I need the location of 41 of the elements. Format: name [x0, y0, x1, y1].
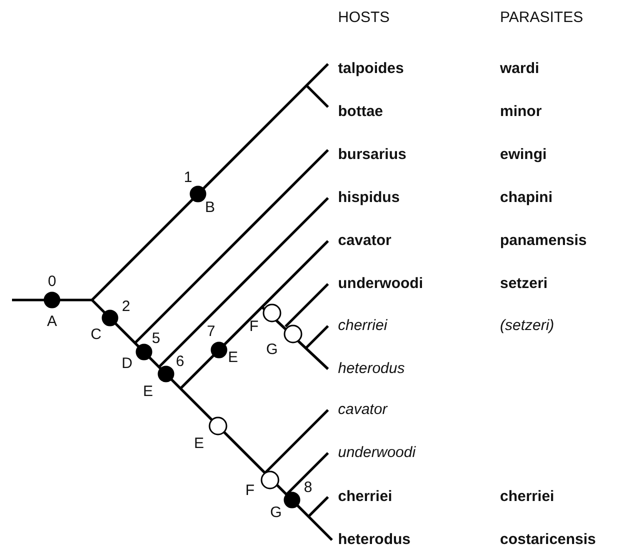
node-number: 2: [122, 299, 130, 315]
node-number: 5: [152, 331, 160, 347]
host-name: cherriei: [338, 317, 388, 335]
node-number: 1: [184, 170, 192, 186]
host-name: bursarius: [338, 146, 406, 164]
column-header: HOSTS: [338, 9, 390, 27]
host-name: cavator: [338, 232, 392, 250]
host-name: hispidus: [338, 189, 400, 207]
node-letter: E: [143, 384, 153, 400]
node-number: 7: [206, 324, 216, 340]
parasite-name: (setzeri): [500, 317, 554, 335]
host-name: heterodus: [338, 531, 411, 549]
host-name: cavator: [338, 401, 388, 419]
host-name: heterodus: [338, 360, 405, 378]
parasite-name: minor: [500, 103, 542, 121]
node-letter: E: [194, 436, 204, 452]
node-number: 6: [176, 354, 184, 370]
node-letter: D: [122, 356, 132, 372]
node-letter: C: [90, 327, 102, 343]
host-name: bottae: [338, 103, 383, 121]
host-name: cherriei: [338, 488, 392, 506]
node-number: 8: [304, 480, 312, 496]
node-letter: B: [205, 200, 215, 216]
parasite-name: panamensis: [500, 232, 587, 250]
host-name: talpoides: [338, 60, 404, 78]
host-name: underwoodi: [338, 275, 423, 293]
host-name: underwoodi: [338, 444, 416, 462]
node-letter: G: [266, 342, 278, 358]
node-number: 0: [48, 274, 56, 290]
node-letter: G: [270, 505, 282, 521]
parasite-name: wardi: [500, 60, 540, 78]
node-letter: E: [228, 350, 238, 366]
parasite-name: setzeri: [500, 275, 548, 293]
node-letter: F: [249, 319, 259, 335]
column-header: PARASITES: [500, 9, 584, 27]
node-letter: A: [47, 314, 57, 330]
parasite-name: costaricensis: [500, 531, 596, 549]
parasite-name: chapini: [500, 189, 553, 207]
parasite-name: cherriei: [500, 488, 554, 506]
node-letter: F: [245, 483, 255, 499]
parasite-name: ewingi: [500, 146, 547, 164]
